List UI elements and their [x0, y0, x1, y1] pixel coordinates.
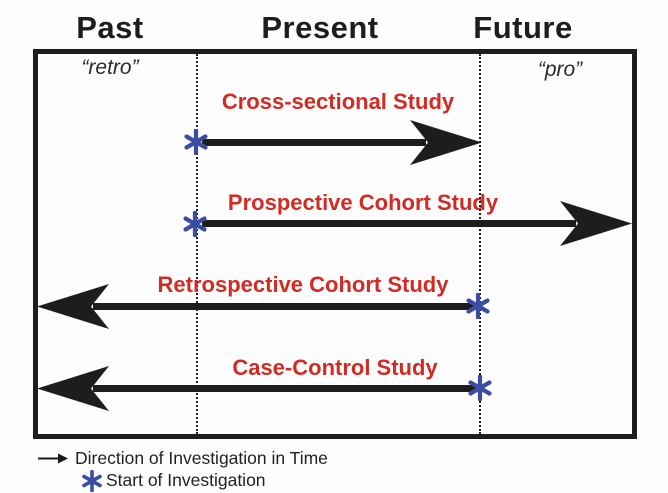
right-arrow-icon [38, 453, 68, 464]
header-past: Past [76, 10, 144, 45]
right-arrow [202, 201, 632, 246]
legend-start-label: Start of Investigation [106, 470, 266, 490]
study-label: Case-Control Study [232, 355, 438, 380]
study-label: Retrospective Cohort Study [157, 272, 449, 297]
start-asterisk-icon [183, 211, 207, 237]
retro-label: “retro” [81, 56, 139, 79]
start-asterisk-icon [184, 129, 208, 155]
header-present: Present [261, 10, 379, 45]
header-future: Future [473, 10, 573, 45]
asterisk-icon [82, 470, 102, 492]
start-asterisk-icon [466, 293, 490, 319]
present-end-dotted-line [479, 54, 481, 434]
left-arrow [37, 284, 475, 329]
timeline-box [33, 49, 637, 439]
study-label: Prospective Cohort Study [227, 190, 499, 215]
legend-direction-label: Direction of Investigation in Time [75, 448, 328, 468]
start-asterisk-icon [468, 375, 492, 401]
present-start-dotted-line [196, 54, 198, 434]
study-label: Cross-sectional Study [221, 89, 455, 114]
right-arrow [202, 120, 482, 165]
pro-label: “pro” [537, 58, 583, 81]
left-arrow [37, 366, 478, 411]
